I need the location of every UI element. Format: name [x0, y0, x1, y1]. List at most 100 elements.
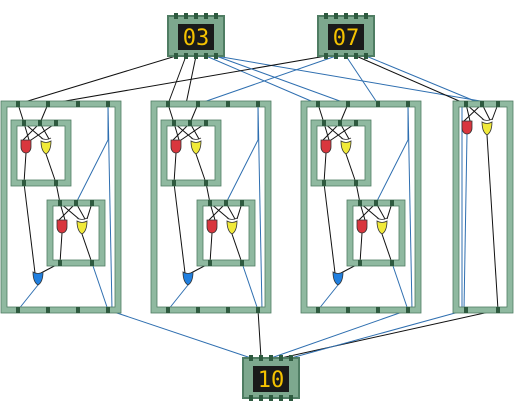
- wire: [359, 232, 363, 264]
- full-adder-1-top-port-3: [106, 101, 110, 107]
- output-box[interactable]: 10: [242, 357, 300, 399]
- input-b-box[interactable]: 07: [317, 15, 375, 57]
- full-adder-2-bottom-port-2: [226, 307, 230, 313]
- xor-gate-icon: [76, 220, 88, 235]
- wire: [17, 284, 39, 311]
- output-bottom-port-1: [259, 395, 263, 401]
- wire: [91, 262, 109, 311]
- input-a-box[interactable]: 03: [167, 15, 225, 57]
- full-adder-2-ha2-top-port-1: [224, 200, 228, 206]
- output-bottom-port-3: [279, 395, 283, 401]
- input-b-bottom-port-3: [354, 53, 358, 59]
- half-adder-4-bottom-port-0: [464, 307, 468, 313]
- full-adder-3-bottom-port-0: [316, 307, 320, 313]
- wire: [205, 55, 319, 105]
- full-adder-3-top-port-0: [316, 101, 320, 107]
- wires-layer: [17, 55, 499, 359]
- wire: [345, 55, 379, 105]
- and-gate-icon: [206, 219, 218, 234]
- wire: [407, 103, 413, 311]
- full-adder-1-half-adder-1-frame: [11, 120, 71, 186]
- full-adder-3-top-port-1: [346, 101, 350, 107]
- full-adder-2-xor-gate-1: [190, 137, 202, 155]
- half-adder-4-bottom-port-1: [496, 307, 500, 313]
- xor-gate-arc: [226, 217, 238, 220]
- full-adder-3-ha2-top-port-1: [374, 200, 378, 206]
- full-adder-3-bottom-port-1: [346, 307, 350, 313]
- full-adder-3-half-adder-2-frame: [347, 200, 405, 266]
- wire: [75, 104, 109, 204]
- full-adder-3-bottom-port-3: [406, 307, 410, 313]
- full-adder-1-ha1-top-port-2: [54, 120, 58, 126]
- wire: [107, 309, 252, 359]
- wire: [241, 262, 259, 311]
- wire: [355, 55, 467, 105]
- full-adder-1-ha2-bottom-port-0: [58, 260, 62, 266]
- full-adder-3-bottom-port-2: [376, 307, 380, 313]
- input-b-top-port-0: [324, 13, 328, 19]
- gates-layer: [20, 118, 493, 286]
- full-adder-1-ha1-top-port-1: [38, 120, 42, 126]
- xor-gate-arc: [481, 118, 493, 121]
- full-adder-3-ha1-top-port-1: [338, 120, 342, 126]
- wire: [486, 134, 499, 311]
- ports-layer: [16, 13, 500, 401]
- wire: [167, 284, 189, 311]
- input-a-bottom-port-4: [214, 53, 218, 59]
- wire: [215, 55, 499, 105]
- output-bottom-port-4: [289, 395, 293, 401]
- wire: [323, 182, 336, 274]
- full-adder-1-half-adder-2-frame-outline: [46, 199, 106, 267]
- full-adder-2-ha2-top-port-0: [208, 200, 212, 206]
- full-adder-3-ha2-bottom-port-1: [390, 260, 394, 266]
- input-b-bottom-port-0: [324, 53, 328, 59]
- half-adder-4-xor-gate: [481, 118, 493, 136]
- wire: [323, 152, 327, 184]
- full-adder-2-top-port-3: [256, 101, 260, 107]
- full-adder-1-top-port-0: [16, 101, 20, 107]
- full-adder-3-xor-gate-1: [340, 137, 352, 155]
- wire: [167, 55, 187, 105]
- full-adder-1-half-adder-2-frame: [47, 200, 105, 266]
- full-adder-1-top-port-2: [76, 101, 80, 107]
- and-gate-icon: [20, 139, 32, 154]
- and-gate-icon: [461, 120, 473, 135]
- full-adder-1-and-gate-2: [56, 219, 68, 234]
- wire: [257, 103, 263, 311]
- full-adder-3-ha2-top-port-2: [390, 200, 394, 206]
- input-a-label: 03: [183, 26, 210, 51]
- full-adder-1-bottom-port-0: [16, 307, 20, 313]
- full-adder-3-ha1-bottom-port-1: [354, 180, 358, 186]
- full-adder-2-ha1-bottom-port-0: [172, 180, 176, 186]
- and-gate-icon: [320, 139, 332, 154]
- wire: [463, 133, 468, 311]
- full-adder-1-top-port-1: [46, 101, 50, 107]
- input-a-top-port-0: [174, 13, 178, 19]
- full-adder-1-or-gate: [32, 271, 44, 286]
- input-a-bottom-port-1: [184, 53, 188, 59]
- wire: [215, 55, 349, 105]
- full-adder-3-ha1-top-port-2: [354, 120, 358, 126]
- full-adder-3-ha1-top-port-0: [322, 120, 326, 126]
- wire: [345, 153, 357, 184]
- full-adder-1-bottom-port-2: [76, 307, 80, 313]
- half-adder-4-top-port-2: [496, 101, 500, 107]
- wire: [381, 233, 393, 264]
- wire: [23, 182, 36, 274]
- wire: [209, 232, 213, 264]
- full-adder-1-frame-outline: [0, 100, 122, 314]
- input-b-bottom-port-1: [334, 53, 338, 59]
- full-adder-3-half-adder-1-frame: [311, 120, 371, 186]
- wire: [365, 55, 483, 105]
- xor-gate-arc: [376, 217, 388, 220]
- input-b-bottom-port-2: [344, 53, 348, 59]
- full-adder-1-ha1-top-port-0: [22, 120, 26, 126]
- wire: [391, 262, 409, 311]
- full-adder-2-ha1-top-port-2: [204, 120, 208, 126]
- full-adder-1-ha1-bottom-port-0: [22, 180, 26, 186]
- wire: [173, 152, 177, 184]
- full-adder-2-ha2-bottom-port-0: [208, 260, 212, 266]
- output-bottom-port-0: [249, 395, 253, 401]
- full-adder-3-ha1-bottom-port-0: [322, 180, 326, 186]
